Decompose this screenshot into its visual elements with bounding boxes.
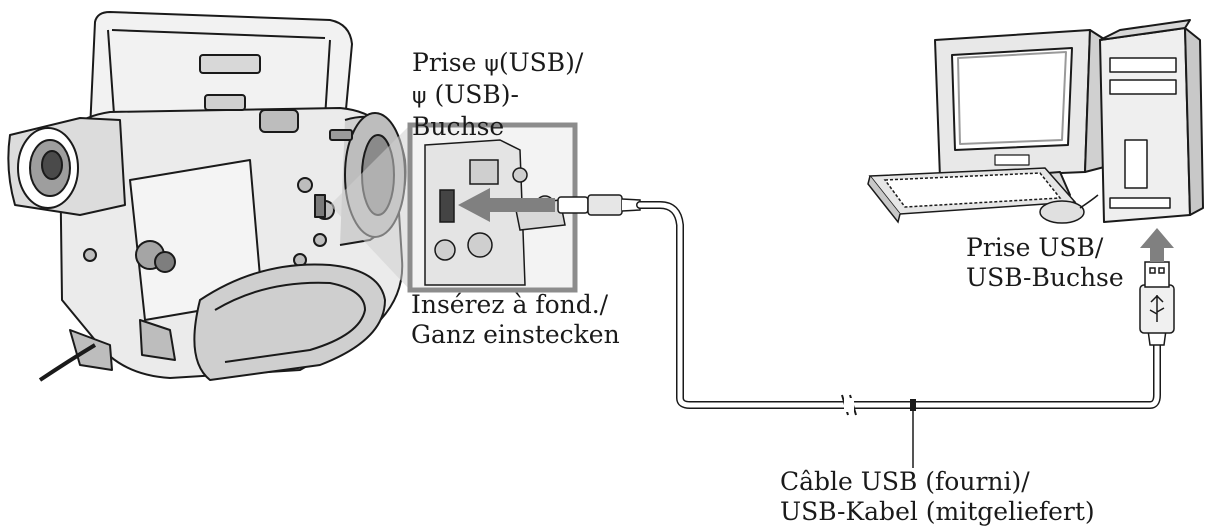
arrow-icon [458,188,555,222]
keyboard-icon [867,167,1077,224]
label-usb-jack-camcorder: Prise ψ(USB)/ ψ (USB)- Buchse [412,48,584,141]
usb-plug-icon [557,194,641,216]
usb-plug-icon [1139,261,1175,346]
usb-cable [557,194,1175,468]
mouse-icon [1039,194,1099,224]
label-usb-cable: Câble USB (fourni)/ USB-Kabel (mitgelief… [780,467,1095,526]
computer-tower-icon [1099,19,1204,223]
usb-symbol-icon: ψ [412,84,427,109]
arrow-icon [1140,228,1174,262]
label-usb-jack-computer: Prise USB/ USB-Buchse [966,233,1124,292]
label-insert-fully: Insérez à fond./ Ganz einstecken [411,290,620,349]
usb-symbol-icon: ψ [484,52,499,77]
